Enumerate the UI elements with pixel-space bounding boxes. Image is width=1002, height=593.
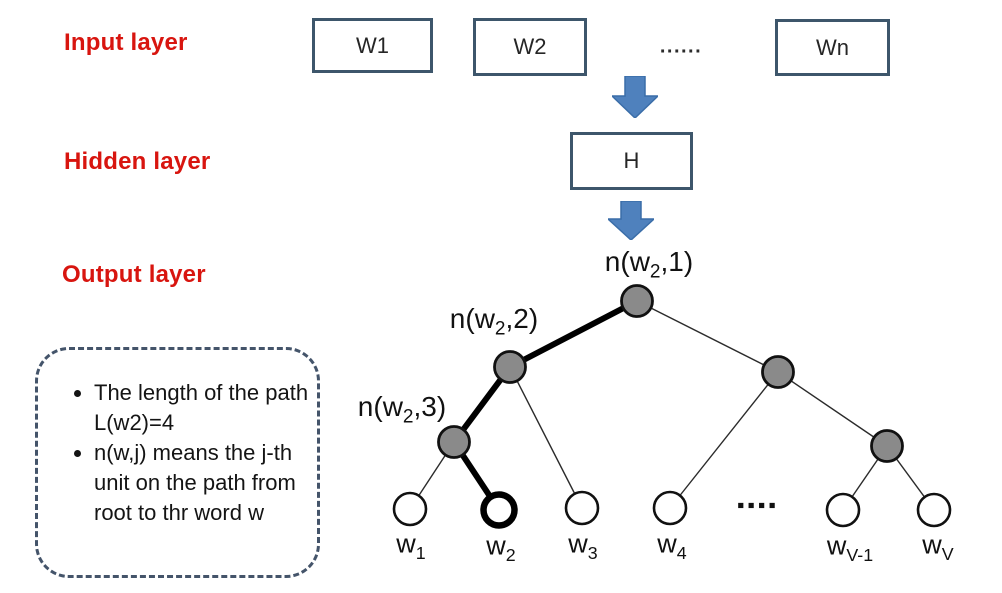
down-arrow-icon (612, 76, 658, 118)
leaf-ellipsis: ▪▪▪▪ (737, 494, 779, 517)
input-box-wn: Wn (775, 19, 890, 76)
tree-edge (777, 371, 888, 447)
tree-node-inner-right-1 (761, 355, 795, 389)
tree-edge (669, 371, 779, 509)
node-label-n-w2-2: n(w2,2) (449, 303, 539, 340)
tree-path-edge-bold (507, 298, 640, 370)
leaf-label-w3: w3 (568, 528, 598, 563)
tree-edge (636, 300, 779, 373)
leaf-label-w4: w4 (657, 528, 687, 563)
tree-node-inner-right-2 (870, 429, 904, 463)
note-bullet-n-w-j: n(w,j) means the j-th unit on the path f… (94, 438, 312, 528)
note-bullet-path-length: The length of the path L(w2)=4 (94, 378, 312, 438)
tree-node-n-w2-3 (437, 425, 471, 459)
tree-node-n-w2-2 (493, 350, 527, 384)
leaf-label-w1: w1 (396, 528, 426, 563)
input-box-w2-label: W2 (513, 34, 547, 59)
hidden-box-h: H (570, 132, 693, 190)
output-layer-label: Output layer (62, 261, 206, 288)
note-list: The length of the path L(w2)=4 n(w,j) me… (50, 378, 312, 528)
tree-node-root (620, 284, 654, 318)
input-box-wn-label: Wn (816, 34, 849, 60)
note-box: The length of the path L(w2)=4 n(w,j) me… (35, 347, 320, 578)
down-arrow-icon (608, 201, 654, 240)
leaf-label-wv: wV (922, 529, 954, 564)
tree-leaf-wv-1 (825, 492, 861, 528)
input-box-w1-label: W1 (356, 32, 389, 58)
tree-leaf-w3 (564, 490, 600, 526)
tree-leaf-wv (916, 492, 952, 528)
leaf-label-wv-1: wV-1 (826, 530, 874, 565)
input-ellipsis: ...... (659, 35, 703, 58)
input-layer-label: Input layer (64, 29, 188, 56)
input-box-w2: W2 (473, 18, 587, 76)
tree-edge (509, 366, 583, 509)
tree-leaf-w4 (652, 490, 688, 526)
leaf-label-w2: w2 (486, 530, 516, 565)
tree-leaf-w2-highlighted (480, 491, 518, 529)
node-label-n-w2-3: n(w2,3) (357, 391, 447, 428)
tree-leaf-w1 (392, 491, 428, 527)
input-box-w1: W1 (312, 18, 433, 73)
hidden-layer-label: Hidden layer (64, 148, 211, 175)
hidden-box-h-label: H (623, 148, 640, 173)
node-label-n-w2-1: n(w2,1) (604, 246, 694, 283)
